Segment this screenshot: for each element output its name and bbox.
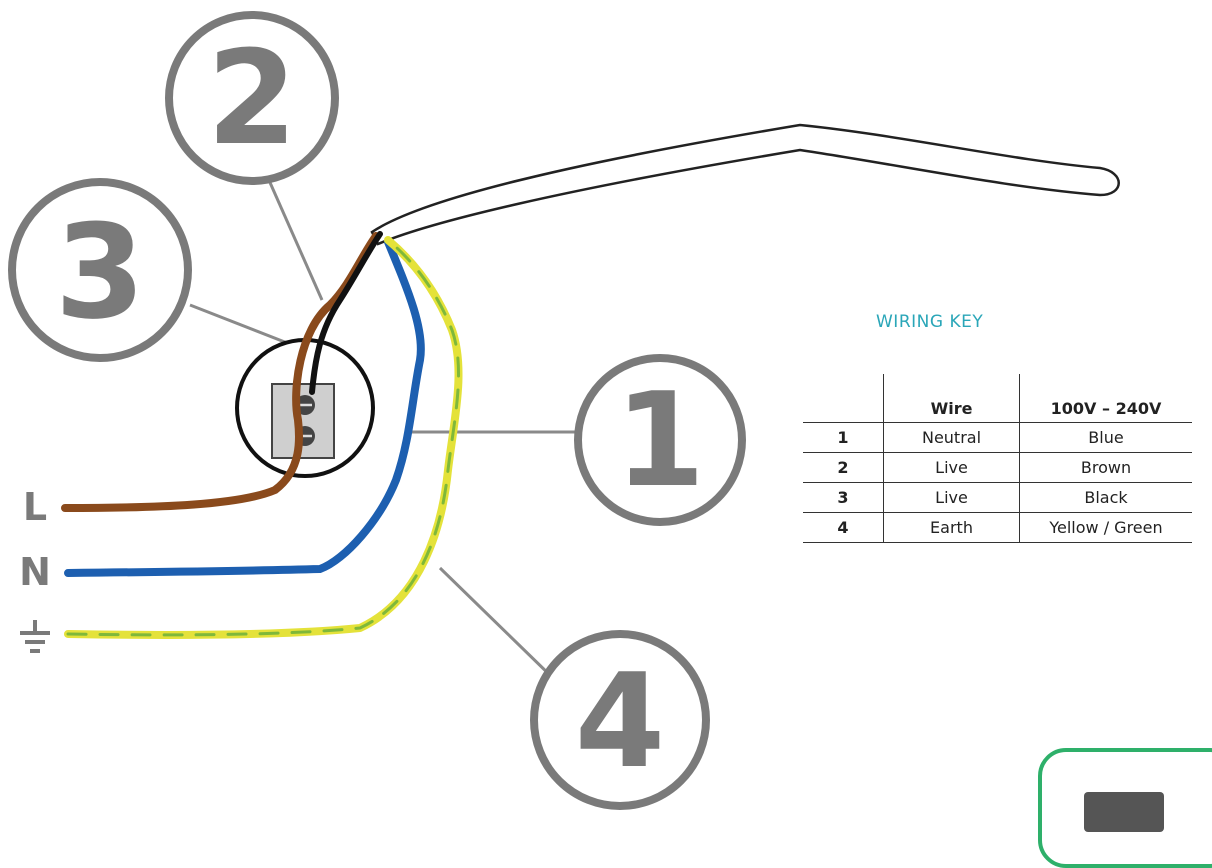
earth-ground-icon — [20, 620, 50, 653]
table-row: 3 Live Black — [803, 482, 1192, 513]
svg-text:1: 1 — [615, 364, 705, 516]
corner-badge-graphic — [1084, 792, 1164, 832]
header-cell: 100V – 240V — [1050, 399, 1162, 418]
terminal-block — [271, 383, 335, 459]
wire-number: 1 — [803, 422, 884, 453]
callout-1: 1 — [574, 354, 746, 526]
wire-brown — [61, 232, 380, 512]
table-row: 4 Earth Yellow / Green — [803, 512, 1192, 543]
table-row: 2 Live Brown — [803, 452, 1192, 483]
wire-blue — [64, 238, 425, 577]
wire-color: Brown — [1019, 452, 1192, 483]
leader-line-4 — [438, 566, 557, 682]
corner-badge — [1038, 748, 1212, 868]
callout-3: 3 — [8, 178, 192, 362]
wire-black — [309, 231, 383, 395]
svg-text:3: 3 — [55, 196, 145, 348]
callout-2: 2 — [165, 11, 339, 185]
wire-number: 3 — [803, 482, 884, 513]
terminal-label-live: L — [23, 485, 47, 529]
wiring-diagram: 2 3 1 4 L N — [8, 11, 1120, 810]
svg-text:4: 4 — [575, 645, 665, 797]
wire-color: Yellow / Green — [1019, 512, 1192, 543]
callout-4: 4 — [530, 630, 710, 810]
wire-number: 4 — [803, 512, 884, 543]
wire-name: Neutral — [883, 422, 1020, 453]
table-header-row: Wire 100V – 240V — [803, 374, 1192, 423]
wire-number: 2 — [803, 452, 884, 483]
wiring-key-title: WIRING KEY — [876, 312, 984, 332]
cable-sheath — [370, 123, 1120, 246]
table-row: 1 Neutral Blue — [803, 422, 1192, 453]
header-cell — [803, 374, 884, 423]
wire-color: Blue — [1019, 422, 1192, 453]
terminal-label-neutral: N — [19, 550, 51, 594]
leader-line-2 — [266, 177, 324, 301]
svg-text:2: 2 — [207, 22, 297, 174]
wire-name: Live — [883, 452, 1020, 483]
wiring-key-table: Wire 100V – 240V 1 Neutral Blue 2 Live B… — [803, 374, 1192, 543]
wire-name: Earth — [883, 512, 1020, 543]
wire-name: Live — [883, 482, 1020, 513]
wire-earth-stripe — [66, 238, 460, 637]
header-cell: Wire — [883, 374, 1020, 423]
wire-color: Black — [1019, 482, 1192, 513]
